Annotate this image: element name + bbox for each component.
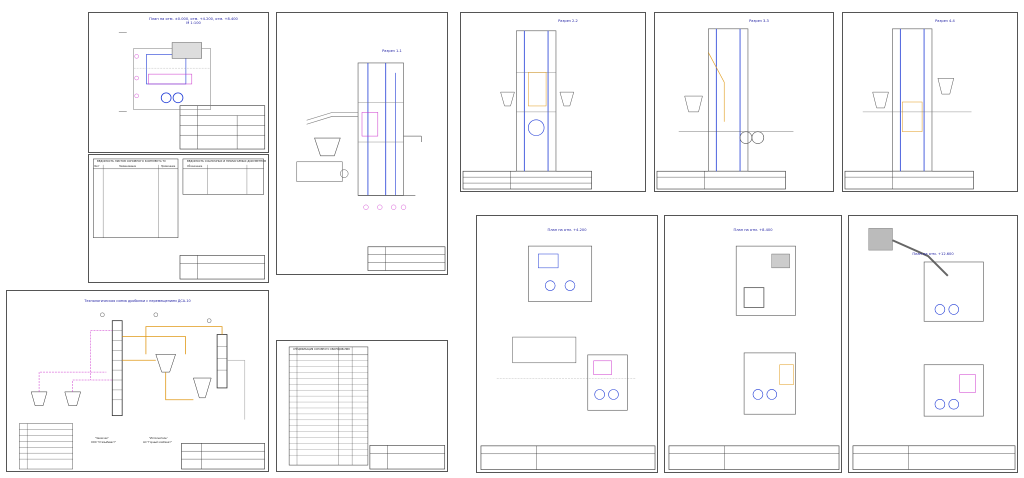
drawing-sheet-tech-scheme[interactable]: Технологическая схема дробилки с перемещ…: [6, 290, 269, 472]
doc-list-col-name: Наименование: [119, 165, 136, 168]
scheme-customer-right-org: АО "Горный комбинат": [143, 441, 172, 444]
section-1-graphic: [296, 62, 446, 271]
doc-list-col-designation: Обозначение: [187, 165, 203, 168]
drawing-sheet-plan-4[interactable]: План на отм. +12.600: [848, 215, 1018, 473]
doc-list-left-title: ВЕДОМОСТЬ ЛИСТОВ ОСНОВНОГО КОМПЛЕКТА ТХ: [97, 160, 166, 163]
doc-list-col-note: Примечание: [161, 165, 176, 168]
scheme-customer-left: "Заказчик": [95, 437, 109, 440]
plan-2-graphic: [480, 245, 656, 470]
drawing-sheet-spec-table[interactable]: СПЕЦИФИКАЦИЯ ОСНОВНОГО ОБОРУДОВАНИЯ: [276, 340, 448, 472]
drawing-sheet-plan-3[interactable]: План на отм. +8.400: [664, 215, 842, 473]
drawing-sheet-section-2[interactable]: Разрез 2-2: [460, 12, 646, 192]
doc-list-right-title: ВЕДОМОСТЬ ССЫЛОЧНЫХ И ПРИЛАГАЕМЫХ ДОКУМЕ…: [187, 160, 267, 163]
sheet-title: План на отм. +8.400: [733, 228, 773, 232]
sheet-title: Разрез 4-4: [935, 19, 955, 23]
sheet-title: Разрез 2-2: [558, 19, 578, 23]
sheet-title: Разрез 3-3: [749, 19, 769, 23]
spec-table-graphic: [288, 346, 446, 470]
drawing-sheet-section-3[interactable]: Разрез 3-3: [654, 12, 834, 192]
section-4-graphic: [844, 28, 974, 190]
sheet-title: Разрез 1-1: [382, 49, 402, 53]
doc-lists-graphic: [93, 158, 265, 280]
plan-3-graphic: [668, 245, 840, 470]
drawing-sheet-plan-1[interactable]: План на отм. ±0.000, отм. +4.200, отм. +…: [88, 12, 269, 153]
drawing-sheet-section-1[interactable]: Разрез 1-1: [276, 12, 448, 275]
sheet-scale-note: М 1:100: [186, 21, 201, 25]
sheet-title: Технологическая схема дробилки с перемещ…: [84, 299, 191, 303]
sheet-title: План на отм. +4.200: [547, 228, 587, 232]
scheme-customer-right: "Исполнитель": [149, 437, 168, 440]
drawing-sheet-section-4[interactable]: Разрез 4-4: [842, 12, 1018, 192]
section-2-graphic: [462, 30, 592, 190]
drawing-sheet-doc-lists[interactable]: ВЕДОМОСТЬ ЛИСТОВ ОСНОВНОГО КОМПЛЕКТА ТХ …: [88, 154, 269, 283]
sheet-title: План на отм. +12.600: [912, 252, 954, 256]
scheme-customer-left-org: ООО "СтальИнвест": [91, 441, 117, 444]
plan-4-graphic: [852, 228, 1016, 470]
sheet-title: План на отм. ±0.000, отм. +4.200, отм. +…: [149, 17, 238, 21]
drawing-sheet-plan-2[interactable]: План на отм. +4.200: [476, 215, 658, 473]
section-3-graphic: [656, 28, 794, 190]
spec-table-title: СПЕЦИФИКАЦИЯ ОСНОВНОГО ОБОРУДОВАНИЯ: [293, 348, 350, 351]
doc-list-col-sheet: Лист: [94, 165, 100, 168]
tech-scheme-graphic: [19, 312, 265, 470]
plan-1-graphic: [118, 32, 266, 150]
